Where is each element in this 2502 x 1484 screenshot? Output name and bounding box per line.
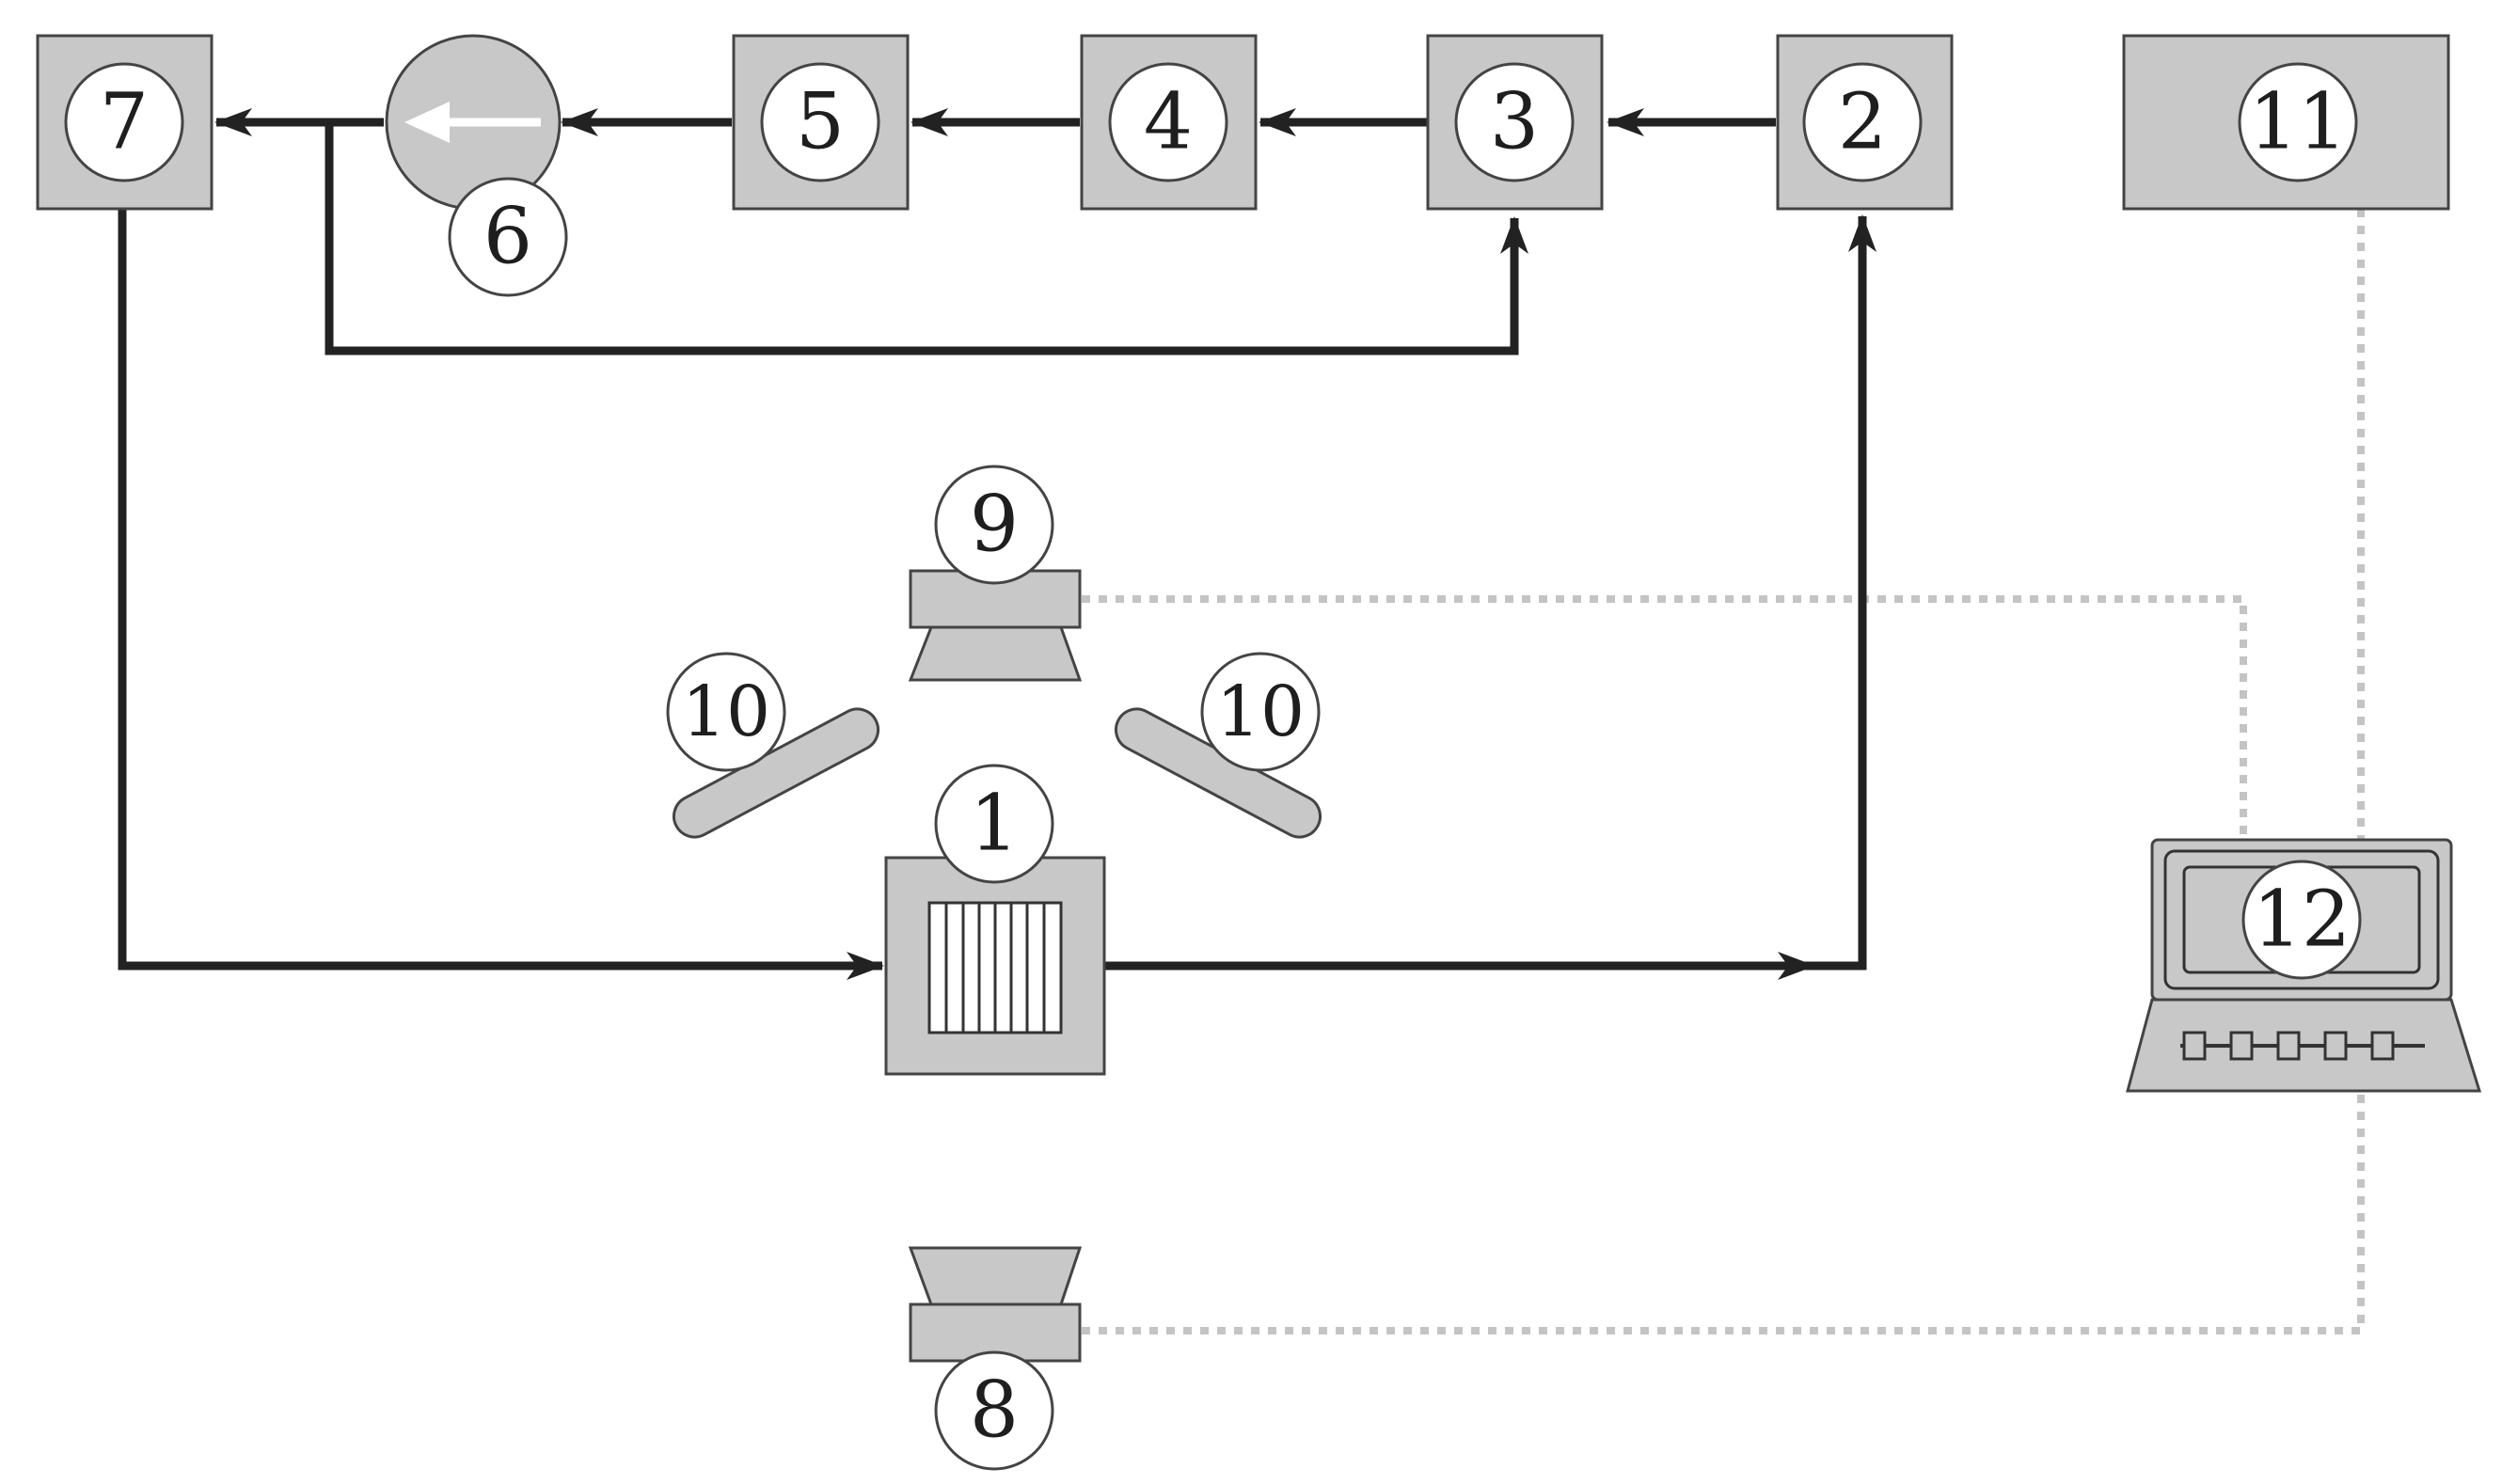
camera-8: 8 [908, 1246, 1083, 1471]
label-3: 3 [1490, 78, 1539, 167]
component-3: 3 [1426, 34, 1604, 211]
arrow-7-to-1 [118, 209, 884, 980]
cell-channels [944, 903, 1046, 1033]
light-10-left: 10 [666, 652, 880, 839]
computer-12: 12 [2126, 838, 2482, 1093]
component-1: 1 [884, 764, 1106, 1076]
label-2: 2 [1838, 78, 1887, 167]
label-9: 9 [970, 481, 1019, 570]
component-11: 11 [2122, 34, 2450, 211]
label-12: 12 [2253, 876, 2351, 965]
camera-9: 9 [908, 465, 1083, 682]
signal-line-8-to-12 [1082, 1091, 2365, 1334]
label-1: 1 [970, 780, 1019, 869]
component-2: 2 [1776, 34, 1954, 211]
arrow-to-2 [1813, 214, 1876, 971]
label-4: 4 [1144, 78, 1193, 167]
component-7: 7 [36, 34, 214, 211]
label-5: 5 [796, 78, 845, 167]
label-11: 11 [2249, 78, 2347, 167]
label-8: 8 [970, 1366, 1019, 1456]
light-10-right: 10 [1114, 652, 1322, 839]
keyboard-icon [2180, 1031, 2425, 1061]
component-4: 4 [1080, 34, 1258, 211]
label-10-left: 10 [682, 671, 770, 752]
arrow-feedback-to-3 [325, 122, 1528, 355]
component-6: 6 [385, 34, 568, 297]
label-7: 7 [100, 78, 149, 167]
component-5: 5 [732, 34, 910, 211]
signal-connections [1082, 209, 2365, 1334]
signal-line-9-to-12 [1082, 595, 2247, 840]
pump-direction-icon [404, 102, 541, 143]
label-6: 6 [483, 193, 532, 282]
flow-connections [118, 108, 1876, 980]
label-10-right: 10 [1216, 671, 1305, 752]
